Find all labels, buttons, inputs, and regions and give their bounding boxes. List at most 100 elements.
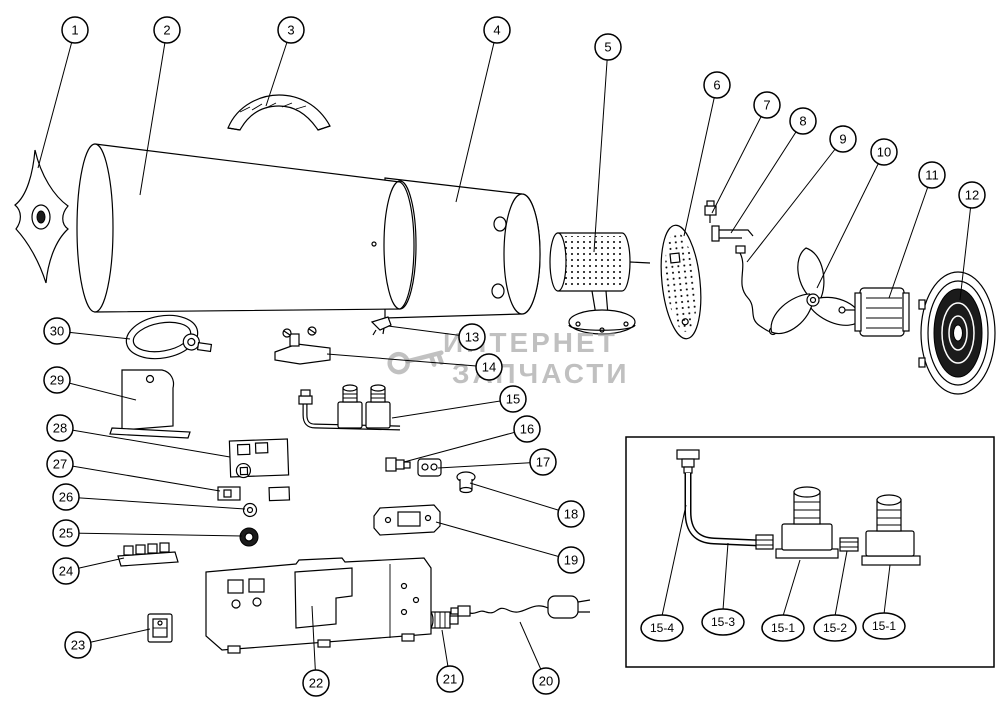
callout-14-label: 14 — [482, 360, 496, 375]
callout-9-label: 9 — [839, 132, 846, 147]
callout-17: 17 — [529, 448, 557, 476]
part-valve-manifold — [298, 384, 401, 431]
callout-7: 7 — [753, 91, 781, 119]
callout-8: 8 — [789, 107, 817, 135]
callout-15-label: 15 — [506, 392, 520, 407]
callout-13-label: 13 — [465, 330, 479, 345]
part-combustion-chamber — [549, 232, 651, 335]
callout-15-4-label: 15-4 — [650, 621, 674, 635]
callout-1: 1 — [61, 16, 89, 44]
inset-callouts: 15-4 15-3 15-1 15-2 15-1 — [640, 608, 906, 642]
part-front-barrel — [384, 177, 541, 319]
callout-27-label: 27 — [53, 457, 67, 472]
callout-21: 21 — [436, 665, 464, 693]
callout-20-label: 20 — [539, 674, 553, 689]
callout-18: 18 — [557, 500, 585, 528]
callout-15-3: 15-3 — [701, 608, 745, 636]
callout-29: 29 — [43, 366, 71, 394]
callout-30: 30 — [43, 317, 71, 345]
callout-15-1b-label: 15-1 — [872, 619, 896, 633]
callout-28: 28 — [46, 414, 74, 442]
callout-22-label: 22 — [309, 676, 323, 691]
part-igniter-plug — [704, 200, 717, 223]
callout-29-label: 29 — [50, 373, 64, 388]
inset-leader-lines — [661, 504, 891, 617]
callout-9: 9 — [829, 125, 857, 153]
callout-8-label: 8 — [799, 114, 806, 129]
callout-14: 14 — [475, 353, 503, 381]
part-fan — [770, 247, 863, 335]
part-knob — [456, 471, 476, 494]
callout-16: 16 — [513, 415, 541, 443]
callout-15-2: 15-2 — [813, 614, 857, 642]
callout-3: 3 — [277, 16, 305, 44]
part-switch — [147, 613, 173, 643]
callout-1-label: 1 — [71, 23, 78, 38]
part-clip — [370, 316, 392, 336]
callout-6-label: 6 — [713, 78, 720, 93]
part-mount-bracket — [109, 369, 191, 439]
callout-22: 22 — [302, 669, 330, 697]
callout-30-label: 30 — [50, 324, 64, 339]
part-rear-cover — [918, 271, 996, 395]
part-small-plate — [217, 486, 241, 501]
callout-15-1a: 15-1 — [761, 614, 805, 642]
watermark: ИНТЕРНЕТ ЗАПЧАСТИ — [387, 327, 626, 389]
callout-23-label: 23 — [71, 638, 85, 653]
callout-5: 5 — [594, 33, 622, 61]
callout-12-label: 12 — [965, 188, 979, 203]
callout-26-label: 26 — [59, 490, 73, 505]
callout-19-label: 19 — [564, 553, 578, 568]
part-fitting-16 — [385, 457, 411, 472]
solenoid-valve-a — [337, 384, 363, 429]
callout-11-label: 11 — [925, 168, 939, 183]
callout-15-3-label: 15-3 — [711, 615, 735, 629]
inset-detail: 15-4 15-3 15-1 15-2 15-1 — [625, 436, 995, 668]
part-star-bracket — [14, 149, 69, 284]
part-electrode — [711, 225, 754, 242]
part-nut — [242, 502, 258, 518]
callout-17-label: 17 — [536, 455, 550, 470]
part-motor — [838, 287, 910, 337]
callout-23: 23 — [64, 631, 92, 659]
callout-10-label: 10 — [877, 145, 891, 160]
part-bracket-screws — [274, 326, 331, 365]
callout-24: 24 — [52, 557, 80, 585]
part-perforated-disc — [660, 224, 702, 340]
callout-13: 13 — [458, 323, 486, 351]
callout-3-label: 3 — [287, 23, 294, 38]
callout-2-label: 2 — [163, 23, 170, 38]
part-power-cord — [450, 595, 591, 619]
leader-lines — [37, 29, 973, 684]
part-lower-shell — [205, 557, 432, 654]
callout-15-1a-label: 15-1 — [771, 621, 795, 635]
callout-4-label: 4 — [493, 23, 500, 38]
callout-10: 10 — [870, 138, 898, 166]
callout-11: 11 — [918, 161, 946, 189]
callout-16-label: 16 — [520, 422, 534, 437]
callout-24-label: 24 — [59, 564, 73, 579]
callout-4: 4 — [483, 16, 511, 44]
part-burner-bracket — [373, 504, 441, 536]
artwork — [14, 94, 996, 654]
callout-28-label: 28 — [53, 421, 67, 436]
part-main-barrel — [76, 143, 417, 313]
callout-19: 19 — [557, 546, 585, 574]
callout-6: 6 — [703, 71, 731, 99]
part-hose-loop — [125, 314, 213, 360]
callout-15-2-label: 15-2 — [823, 621, 847, 635]
key-icon — [387, 350, 444, 375]
callout-12: 12 — [958, 181, 986, 209]
callout-26: 26 — [52, 483, 80, 511]
part-handle — [227, 94, 331, 131]
part-bushing-17 — [417, 458, 442, 477]
callout-25: 25 — [52, 519, 80, 547]
callout-27: 27 — [46, 450, 74, 478]
callout-20: 20 — [532, 667, 560, 695]
callout-15: 15 — [499, 385, 527, 413]
callout-7-label: 7 — [763, 98, 770, 113]
callout-5-label: 5 — [604, 40, 611, 55]
callout-15-1b: 15-1 — [862, 612, 906, 640]
